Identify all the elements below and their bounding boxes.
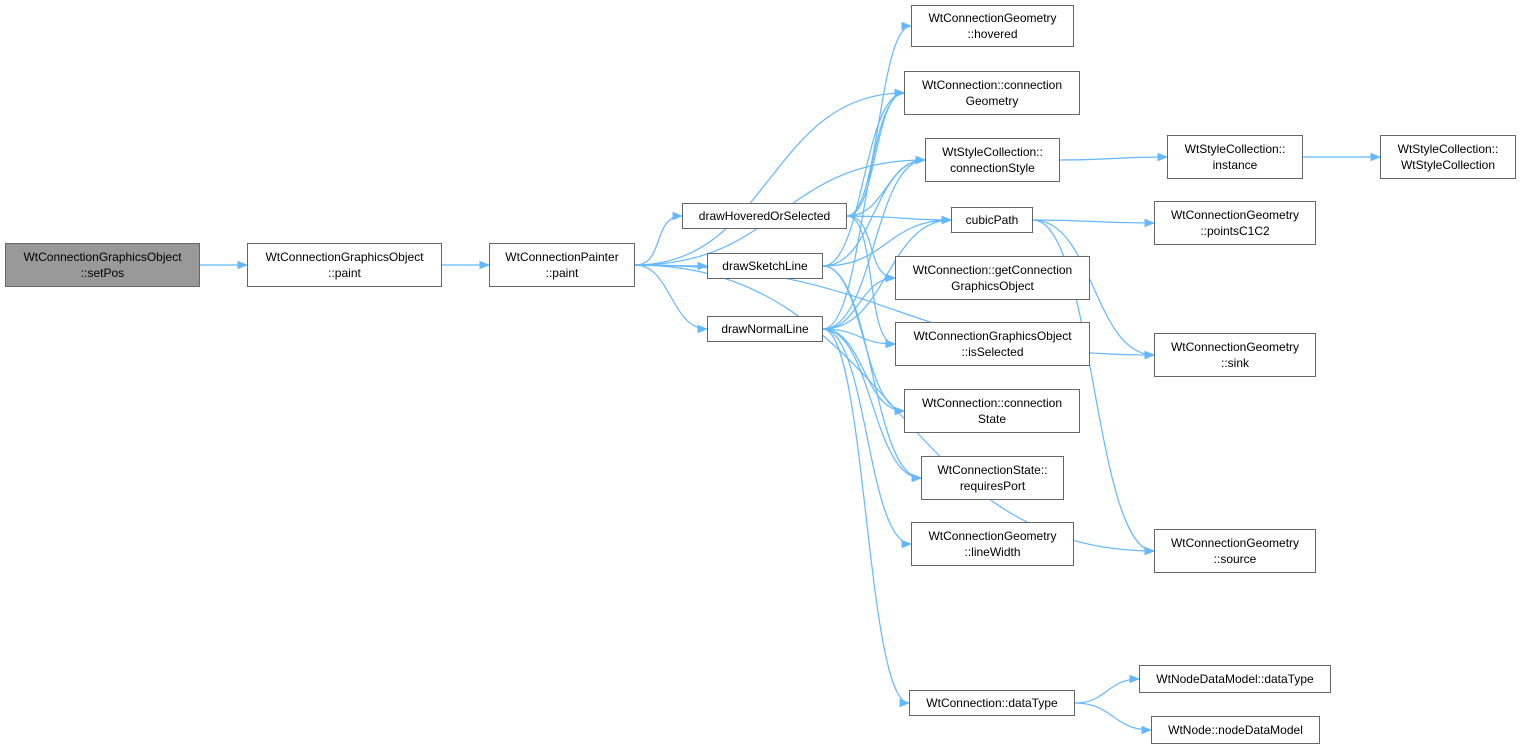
node-style-instance-class: WtStyleCollection::	[1184, 142, 1286, 156]
node-draw-sketch-label: drawSketchLine	[722, 259, 808, 273]
edge-data_type-to-ndm_datatype	[1074, 674, 1141, 704]
edge-cubic_path-to-points_c1c2	[1032, 218, 1156, 228]
node-style-instance[interactable]: WtStyleCollection:: instance	[1167, 135, 1303, 179]
edge-draw_normal-to-style_conn	[822, 155, 927, 330]
edge-painter_paint-to-draw_normal	[634, 264, 709, 334]
edge-painter_paint-to-conn_geometry	[634, 88, 906, 266]
node-ndm-datatype-label: WtNodeDataModel::dataType	[1156, 672, 1314, 686]
node-painter-paint[interactable]: WtConnectionPainter ::paint	[489, 243, 635, 287]
node-points-c1c2[interactable]: WtConnectionGeometry ::pointsC1C2	[1154, 201, 1316, 245]
edge-draw_normal-to-get_cgo	[822, 273, 897, 330]
node-connection-state-line1: WtConnection::connection	[921, 396, 1063, 410]
node-line-width-method: ::lineWidth	[964, 545, 1021, 559]
edge-draw_hovered-to-get_cgo	[846, 215, 897, 283]
node-connection-data-type-label: WtConnection::dataType	[926, 696, 1058, 710]
edge-draw_sketch-to-style_conn	[822, 155, 927, 267]
node-requires-port-method: requiresPort	[959, 479, 1026, 493]
node-requires-port-class: WtConnectionState::	[937, 463, 1048, 477]
node-geometry-sink-class: WtConnectionGeometry	[1170, 340, 1300, 354]
node-style-connection-style-method: connectionStyle	[950, 161, 1035, 175]
node-cgo-paint-class: WtConnectionGraphicsObject	[265, 250, 424, 264]
node-geometry-hovered-method: ::hovered	[967, 27, 1018, 41]
node-connection-geometry-line1: WtConnection::connection	[921, 78, 1063, 92]
node-cgo-paint[interactable]: WtConnectionGraphicsObject ::paint	[247, 243, 442, 287]
edge-draw_normal-to-data_type	[822, 328, 911, 708]
node-setpos-method: ::setPos	[80, 266, 125, 280]
node-connection-geometry[interactable]: WtConnection::connection Geometry	[904, 71, 1080, 115]
node-draw-normal-label: drawNormalLine	[721, 322, 809, 336]
node-style-connection-style-class: WtStyleCollection::	[942, 145, 1043, 159]
node-geometry-hovered[interactable]: WtConnectionGeometry ::hovered	[911, 5, 1074, 47]
node-painter-paint-class: WtConnectionPainter	[505, 250, 619, 264]
node-cubic-path-label: cubicPath	[965, 213, 1019, 227]
node-geometry-source[interactable]: WtConnectionGeometry ::source	[1154, 529, 1316, 573]
node-connection-state-line2: State	[977, 412, 1007, 426]
node-get-cgo-line1: WtConnection::getConnection	[912, 263, 1073, 277]
node-draw-normal-line[interactable]: drawNormalLine	[707, 316, 823, 342]
node-geometry-source-class: WtConnectionGeometry	[1170, 536, 1300, 550]
node-geometry-sink-method: ::sink	[1220, 356, 1249, 370]
node-points-c1c2-class: WtConnectionGeometry	[1170, 208, 1300, 222]
node-setpos: WtConnectionGraphicsObject ::setPos	[5, 243, 200, 287]
node-node-ndm-label: WtNode::nodeDataModel	[1168, 723, 1303, 737]
node-node-data-model[interactable]: WtNode::nodeDataModel	[1151, 716, 1320, 744]
node-connection-state[interactable]: WtConnection::connection State	[904, 389, 1080, 433]
node-style-constructor[interactable]: WtStyleCollection:: WtStyleCollection	[1380, 135, 1516, 179]
node-cgo-paint-method: ::paint	[328, 266, 361, 280]
edge-draw_sketch-to-cubic_path	[822, 215, 953, 267]
node-line-width-class: WtConnectionGeometry	[928, 529, 1057, 543]
edge-style_conn-to-style_instance	[1059, 152, 1169, 162]
node-requires-port[interactable]: WtConnectionState:: requiresPort	[921, 456, 1064, 500]
node-connection-geometry-line2: Geometry	[965, 94, 1019, 108]
node-draw-sketch-line[interactable]: drawSketchLine	[707, 253, 823, 279]
node-painter-paint-method: ::paint	[545, 266, 579, 280]
node-points-c1c2-method: ::pointsC1C2	[1200, 224, 1270, 238]
node-get-cgo-line2: GraphicsObject	[951, 279, 1034, 293]
node-style-constructor-method: WtStyleCollection	[1400, 158, 1496, 172]
edge-cubic_path-to-geom_source	[1032, 219, 1156, 556]
edge-data_type-to-node_ndm	[1074, 702, 1153, 735]
edge-draw_sketch-to-conn_geometry	[822, 88, 906, 267]
node-line-width[interactable]: WtConnectionGeometry ::lineWidth	[911, 522, 1074, 566]
edge-draw_normal-to-is_selected	[822, 328, 897, 349]
edge-cubic_path-to-geom_sink	[1032, 219, 1156, 360]
node-geometry-hovered-class: WtConnectionGeometry	[928, 11, 1057, 25]
edge-draw_normal-to-line_width	[822, 328, 913, 549]
edge-draw_normal-to-conn_geometry	[822, 88, 906, 330]
edge-draw_hovered-to-cubic_path	[846, 215, 953, 225]
node-style-connection-style[interactable]: WtStyleCollection:: connectionStyle	[925, 138, 1060, 182]
node-geometry-sink[interactable]: WtConnectionGeometry ::sink	[1154, 333, 1316, 377]
node-is-selected-method: ::isSelected	[961, 345, 1024, 359]
node-geometry-source-method: ::source	[1213, 552, 1257, 566]
node-setpos-class: WtConnectionGraphicsObject	[23, 250, 182, 264]
node-is-selected[interactable]: WtConnectionGraphicsObject ::isSelected	[895, 322, 1090, 366]
node-draw-hovered-or-selected[interactable]: drawHoveredOrSelected	[682, 203, 847, 229]
edge-painter_paint-to-draw_hovered	[634, 211, 684, 266]
edge-draw_hovered-to-conn_geometry	[846, 88, 906, 217]
edge-draw_sketch-to-requires_port	[822, 265, 923, 483]
edge-draw_normal-to-requires_port	[822, 328, 923, 483]
node-get-connection-graphics-object[interactable]: WtConnection::getConnection GraphicsObje…	[895, 256, 1090, 300]
node-style-constructor-class: WtStyleCollection::	[1397, 142, 1499, 156]
node-style-instance-method: instance	[1212, 158, 1258, 172]
node-cubic-path[interactable]: cubicPath	[951, 207, 1033, 233]
edge-draw_hovered-to-is_selected	[846, 215, 897, 349]
node-connection-data-type[interactable]: WtConnection::dataType	[909, 690, 1075, 716]
node-is-selected-class: WtConnectionGraphicsObject	[913, 329, 1072, 343]
node-node-data-model-data-type[interactable]: WtNodeDataModel::dataType	[1139, 665, 1331, 693]
node-draw-hovered-label: drawHoveredOrSelected	[698, 209, 831, 223]
